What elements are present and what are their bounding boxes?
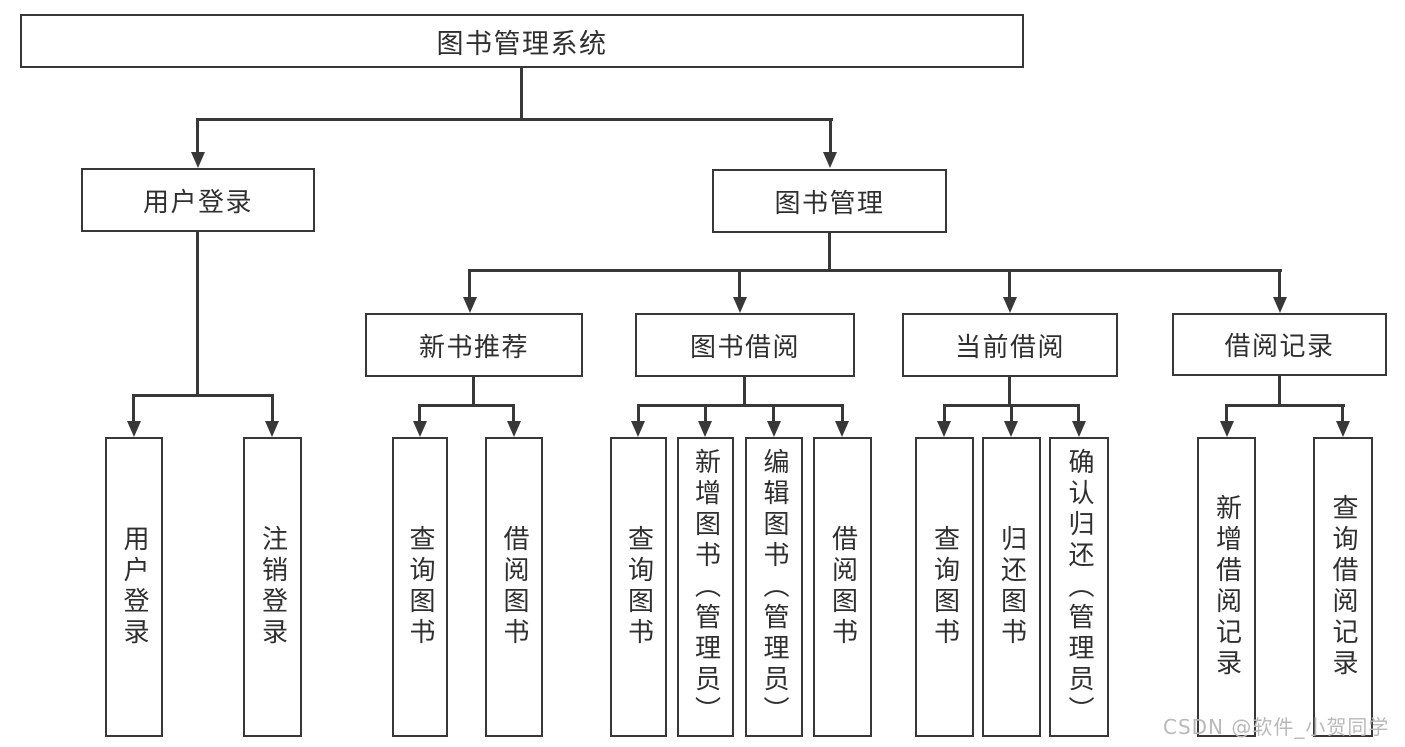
connector-drop-user-login: [196, 118, 199, 153]
leaf-recommend-query-books: 查询图书: [392, 437, 448, 737]
node-label: 查询图书: [929, 525, 960, 649]
connector-records-stem: [1278, 375, 1281, 406]
csdn-watermark: CSDN @软件_小贺同学: [1163, 715, 1390, 739]
node-label: 查询图书: [405, 525, 435, 649]
node-label: 查询借阅记录: [1328, 494, 1358, 680]
leaf-borrowing-add-books-admin: 新增图书（管理员）: [677, 437, 734, 737]
connector-drop-new-book-recommend: [468, 269, 471, 299]
connector-drop-borrowing-borrow: [841, 404, 844, 423]
connector-drop-current-borrowing: [1008, 269, 1011, 299]
connector-drop-current-query: [943, 404, 946, 423]
node-label: 新增借阅记录: [1211, 494, 1242, 680]
arrowhead-current-borrowing: [1003, 297, 1017, 313]
node-user-login: 用户登录: [81, 168, 315, 232]
node-label: 新书推荐: [418, 332, 529, 363]
leaf-records-query-borrow-record: 查询借阅记录: [1313, 437, 1373, 737]
connector-drop-current-return: [1010, 404, 1013, 423]
node-label: 查询图书: [623, 525, 654, 649]
connector-current-stem: [1008, 376, 1011, 406]
leaf-records-add-borrow-record: 新增借阅记录: [1197, 437, 1256, 737]
connector-drop-book-borrowing: [738, 269, 741, 299]
node-label: 借阅图书: [499, 525, 529, 649]
connector-recommend-split: [418, 404, 515, 407]
node-label: 编辑图书（管理员）: [759, 447, 789, 727]
arrowhead-leaf-user-login: [127, 421, 141, 437]
node-label: 确认归还（管理员）: [1064, 447, 1094, 727]
connector-drop-records-query: [1341, 404, 1344, 423]
arrowhead-recommend-query: [413, 421, 427, 437]
leaf-recommend-borrow-books: 借阅图书: [485, 437, 543, 737]
node-label: 归还图书: [996, 525, 1027, 649]
leaf-current-return-books: 归还图书: [982, 437, 1041, 737]
node-label: 借阅图书: [827, 525, 858, 649]
leaf-borrowing-borrow-books: 借阅图书: [813, 437, 872, 737]
arrowhead-borrowing-add: [698, 421, 712, 437]
connector-drop-borrowing-edit: [772, 404, 775, 423]
connector-drop-leaf-user-login: [132, 394, 135, 423]
leaf-user-login: 用户登录: [105, 437, 163, 737]
arrowhead-current-return: [1004, 421, 1018, 437]
node-label: 图书管理系统: [436, 28, 608, 60]
node-label: 借阅记录: [1224, 332, 1335, 362]
arrowhead-recommend-borrow: [507, 421, 521, 437]
node-new-book-recommend: 新书推荐: [365, 313, 583, 377]
connector-drop-recommend-borrow: [512, 404, 515, 423]
arrowhead-borrowing-records: [1273, 297, 1287, 313]
connector-drop-borrowing-records: [1278, 269, 1281, 299]
connector-borrowing-stem: [743, 376, 746, 406]
connector-drop-borrowing-query: [637, 404, 640, 423]
arrowhead-borrowing-edit: [767, 421, 781, 437]
node-borrowing-records: 借阅记录: [1172, 313, 1387, 376]
connector-borrowing-split: [637, 404, 843, 407]
connector-drop-book-management: [829, 118, 832, 153]
node-library-management-system: 图书管理系统: [20, 14, 1024, 68]
arrowhead-leaf-logout: [265, 421, 279, 437]
connector-user-login-stem: [196, 231, 199, 396]
leaf-borrowing-edit-books-admin: 编辑图书（管理员）: [745, 437, 803, 737]
connector-root-stem: [520, 67, 523, 120]
arrowhead-borrowing-query: [631, 421, 645, 437]
arrowhead-book-borrowing: [733, 297, 747, 313]
connector-drop-borrowing-add: [704, 404, 707, 423]
arrowhead-book-management: [823, 152, 837, 168]
connector-recommend-stem: [472, 376, 475, 406]
leaf-logout-login: 注销登录: [243, 437, 302, 737]
arrowhead-user-login: [191, 152, 205, 168]
connector-level3-branch: [468, 269, 1282, 272]
leaf-current-query-books: 查询图书: [915, 437, 974, 737]
connector-user-login-split: [132, 394, 273, 397]
node-book-borrowing: 图书借阅: [635, 313, 855, 377]
connector-records-split: [1225, 404, 1345, 407]
connector-drop-recommend-query: [418, 404, 421, 423]
node-label: 用户登录: [142, 187, 253, 218]
node-book-management: 图书管理: [712, 169, 947, 233]
arrowhead-records-add: [1220, 421, 1234, 437]
node-current-borrowing: 当前借阅: [902, 313, 1118, 377]
node-label: 图书借阅: [689, 332, 800, 363]
arrowhead-borrowing-borrow: [835, 421, 849, 437]
connector-drop-records-add: [1225, 404, 1228, 423]
arrowhead-current-confirm: [1072, 421, 1086, 437]
leaf-borrowing-query-books: 查询图书: [610, 437, 667, 737]
node-label: 图书管理: [774, 188, 885, 219]
leaf-current-confirm-return-admin: 确认归还（管理员）: [1049, 437, 1109, 737]
arrowhead-new-book-recommend: [463, 297, 477, 313]
connector-level1-branch: [196, 118, 833, 121]
node-label: 注销登录: [257, 525, 288, 649]
connector-drop-leaf-logout: [271, 394, 274, 423]
connector-book-management-stem: [828, 232, 831, 272]
arrowhead-current-query: [937, 421, 951, 437]
connector-drop-current-confirm: [1077, 404, 1080, 423]
node-label: 用户登录: [119, 525, 149, 649]
arrowhead-records-query: [1336, 421, 1350, 437]
node-label: 新增图书（管理员）: [690, 447, 721, 727]
node-label: 当前借阅: [954, 332, 1065, 363]
